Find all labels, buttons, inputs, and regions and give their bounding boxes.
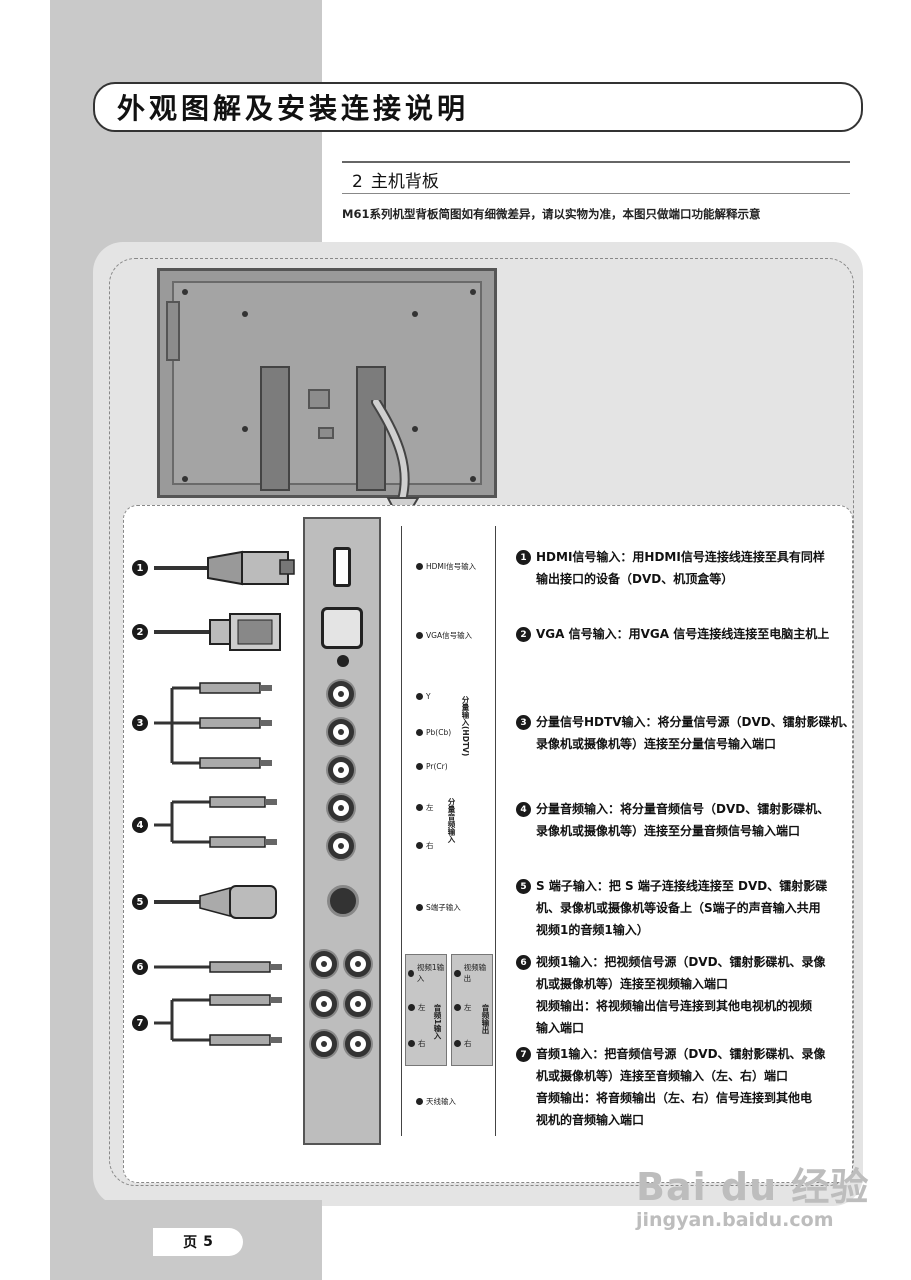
- video1-in-jack: [311, 951, 337, 977]
- page-label: 页: [183, 1235, 198, 1251]
- label-pb: Pb(Cb): [416, 728, 451, 737]
- vga-port: [321, 607, 363, 649]
- page-title: 外观图解及安装连接说明: [117, 92, 470, 125]
- desc-badge-5: 5: [516, 879, 531, 894]
- audio-out-right-jack: [345, 1031, 371, 1057]
- label-audio1-right: 右: [408, 1038, 426, 1049]
- cable-illustrations: [154, 550, 295, 1046]
- section-divider-bottom: [342, 193, 850, 194]
- tv-bracket-right: [356, 366, 386, 491]
- cable-badge-7: 7: [132, 1015, 148, 1031]
- baidu-watermark: Bai du 经验 jingyan.baidu.com: [636, 1156, 869, 1231]
- section-number: 2: [352, 172, 363, 192]
- audio-out-left-jack: [345, 991, 371, 1017]
- screw-icon: [470, 476, 476, 482]
- screw-icon: [242, 426, 248, 432]
- audio-right-jack: [328, 833, 354, 859]
- screw-icon: [412, 426, 418, 432]
- label-audio1-group: 音频1输入: [433, 1004, 442, 1040]
- label-hdmi: HDMI信号输入: [416, 561, 476, 572]
- tv-label-plate: [308, 389, 330, 409]
- desc-badge-3: 3: [516, 715, 531, 730]
- section-title: 2 主机背板: [352, 167, 439, 192]
- disclaimer-note: M61系列机型背板简图如有细微差异，请以实物为准，本图只做端口功能解释示意: [342, 207, 761, 221]
- desc-badge-6: 6: [516, 955, 531, 970]
- label-audio-out-right: 右: [454, 1038, 472, 1049]
- label-audio-group: 分量音频输入: [447, 798, 456, 843]
- label-audio-out-group: 音频输出: [481, 1004, 490, 1034]
- watermark-logo: Bai du 经验: [636, 1165, 870, 1209]
- title-box: 外观图解及安装连接说明: [93, 82, 863, 132]
- screw-icon: [412, 311, 418, 317]
- rca-plug: [199, 682, 272, 769]
- component-pb-jack: [328, 719, 354, 745]
- tv-back-inner: [172, 281, 482, 485]
- cable-badge-1: 1: [132, 560, 148, 576]
- label-video1-in: 视频1输入: [408, 962, 446, 984]
- component-pr-jack: [328, 757, 354, 783]
- section-title-text: 主机背板: [370, 172, 439, 192]
- label-antenna: 天线输入: [416, 1096, 456, 1107]
- connector-panel: [303, 517, 381, 1145]
- page-number: 5: [203, 1234, 213, 1250]
- label-component-group: 分量输入(HDTV): [461, 696, 470, 757]
- cable-badge-5: 5: [132, 894, 148, 910]
- label-video-out: 视频输出: [454, 962, 492, 984]
- page-number-tab: 页 5: [153, 1228, 243, 1256]
- tv-back-illustration: [157, 268, 497, 498]
- watermark-url: jingyan.baidu.com: [636, 1209, 834, 1231]
- screw-icon: [182, 289, 188, 295]
- port-label-strip: HDMI信号输入 VGA信号输入 Y Pb(Cb) Pr(Cr) 分量输入(HD…: [401, 526, 496, 1136]
- cable-badge-3: 3: [132, 715, 148, 731]
- desc-badge-1: 1: [516, 550, 531, 565]
- diagram-dashed-frame: [109, 258, 854, 1186]
- label-audio-right: 右: [416, 840, 434, 851]
- audio-left-jack: [328, 795, 354, 821]
- component-y-jack: [328, 681, 354, 707]
- label-pr: Pr(Cr): [416, 762, 448, 771]
- audio1-right-jack: [311, 1031, 337, 1057]
- label-audio1-left: 左: [408, 1002, 426, 1013]
- tv-side-panel: [166, 301, 180, 361]
- desc-badge-2: 2: [516, 627, 531, 642]
- label-audio-out-left: 左: [454, 1002, 472, 1013]
- vga-screw: [337, 655, 349, 667]
- cable-badge-2: 2: [132, 624, 148, 640]
- hdmi-port: [333, 547, 351, 587]
- cable-badge-6: 6: [132, 959, 148, 975]
- tv-vent: [318, 427, 334, 439]
- label-audio-left: 左: [416, 802, 434, 813]
- label-vga: VGA信号输入: [416, 630, 472, 641]
- screw-icon: [242, 311, 248, 317]
- label-y: Y: [416, 692, 431, 701]
- label-svideo: S端子输入: [416, 902, 461, 913]
- screw-icon: [470, 289, 476, 295]
- video-out-jack: [345, 951, 371, 977]
- section-divider-top: [342, 161, 850, 163]
- tv-bracket-left: [260, 366, 290, 491]
- desc-badge-7: 7: [516, 1047, 531, 1062]
- desc-badge-4: 4: [516, 802, 531, 817]
- svideo-port: [327, 885, 359, 917]
- screw-icon: [182, 476, 188, 482]
- audio1-left-jack: [311, 991, 337, 1017]
- cable-badge-4: 4: [132, 817, 148, 833]
